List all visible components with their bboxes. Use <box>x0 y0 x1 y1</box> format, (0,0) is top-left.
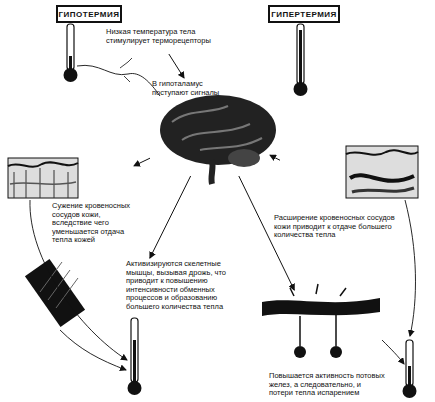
title-text: ГИПЕРТЕРМИЯ <box>271 10 337 19</box>
sweat-glands <box>262 284 380 358</box>
title-box: ГИПЕРТЕРМИЯ <box>268 5 340 23</box>
thermometer <box>403 340 417 398</box>
vasodilation-node: Расширение кровеносных сосудов кожи прив… <box>270 140 422 248</box>
signal-arrow <box>169 54 184 78</box>
thermometer <box>64 24 78 82</box>
caption-text: Активизируются скелетные мышцы, вызывая … <box>126 260 244 312</box>
effect-arrow <box>382 340 404 364</box>
signal-arrow <box>239 176 294 290</box>
signal-arrow <box>134 158 150 166</box>
nerve-branch <box>120 58 132 82</box>
brain <box>160 95 276 184</box>
skin-dilated <box>346 146 418 198</box>
title-box: ГИПОТЕРМИЯ <box>56 5 122 23</box>
hypothalamus-node: В гипоталамус поступают сигналы <box>150 78 280 176</box>
nerve-line <box>77 65 160 96</box>
thermometer <box>294 24 308 96</box>
caption-text: Расширение кровеносных сосудов кожи прив… <box>274 214 396 240</box>
caption-text: Повышается активность потовых желез, а с… <box>269 372 385 398</box>
thermometer <box>128 318 142 395</box>
caption-text: В гипоталамус поступают сигналы <box>152 80 232 97</box>
vasoconstriction-node: Сужение кровеносных сосудов кожи, вследс… <box>4 150 134 244</box>
shivering-node: Активизируются скелетные мышцы, вызывая … <box>22 258 246 322</box>
skeletal-muscle <box>25 259 85 327</box>
caption-text: Сужение кровеносных сосудов кожи, вследс… <box>52 202 132 245</box>
signal-arrow <box>150 176 191 258</box>
effect-arrow <box>405 200 415 336</box>
title-text: ГИПОТЕРМИЯ <box>59 10 120 19</box>
caption-text: Низкая температура тела стимулирует терм… <box>106 28 214 45</box>
effect-arrow <box>60 330 126 370</box>
skin-constricted <box>8 158 78 198</box>
receptor-caption: Низкая температура тела стимулирует терм… <box>104 26 216 54</box>
signal-arrow <box>270 155 280 160</box>
sweating-node: Повышается активность потовых желез, а с… <box>255 290 387 400</box>
